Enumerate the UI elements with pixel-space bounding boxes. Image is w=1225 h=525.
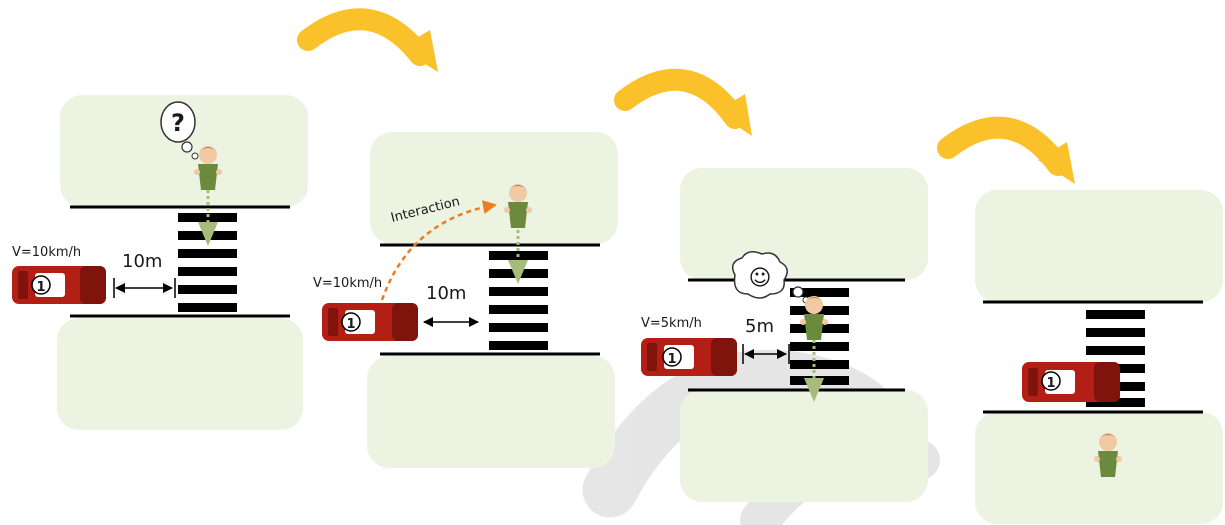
- car-number: 1: [36, 280, 45, 295]
- grass-top: [370, 132, 618, 244]
- speed-label: V=5km/h: [641, 316, 702, 331]
- speed-label: V=10km/h: [313, 276, 382, 291]
- grass-bottom: [975, 412, 1223, 524]
- scene-1: ? 1 V=10km/h 10m: [12, 95, 308, 430]
- car-number: 1: [346, 317, 355, 332]
- transition-arrow-3-icon: [937, 116, 1075, 184]
- pedestrian-icon: [504, 184, 532, 228]
- distance-label: 5m: [745, 316, 774, 337]
- grass-bottom: [680, 390, 928, 502]
- car-number: 1: [667, 352, 676, 367]
- scene-3: ☺ 1 V=5km/h 5m: [641, 168, 928, 502]
- car-number: 1: [1046, 376, 1055, 391]
- grass-top: [680, 168, 928, 280]
- question-mark: ?: [171, 109, 185, 137]
- car-icon: 1: [641, 338, 737, 376]
- car-icon: 1: [1022, 362, 1120, 402]
- grass-bottom: [57, 318, 303, 430]
- car-icon: 1: [12, 266, 106, 304]
- interaction-arrow: [380, 200, 497, 301]
- walk-direction-arrow: [508, 230, 528, 284]
- pedestrian-icon: [800, 296, 828, 340]
- distance-label: 10m: [426, 283, 466, 304]
- walk-direction-arrow: [804, 340, 824, 402]
- smiley: ☺: [749, 266, 772, 291]
- grass-top: [975, 190, 1223, 302]
- pedestrian-icon: [1094, 433, 1122, 477]
- pedestrian-icon: [194, 146, 222, 190]
- speed-label: V=10km/h: [12, 245, 81, 260]
- distance-label: 10m: [122, 251, 162, 272]
- transition-arrow-2-icon: [614, 68, 752, 136]
- transition-arrow-1-icon: [297, 8, 438, 72]
- thought-bubble-question-icon: ?: [160, 101, 199, 160]
- car-icon: 1: [322, 303, 418, 341]
- grass-bottom: [367, 356, 615, 468]
- walk-direction-arrow: [198, 190, 218, 246]
- scene-2: Interaction 1 V=10km/h 10m: [313, 132, 618, 468]
- scene-4: 1: [975, 190, 1223, 524]
- thought-bubble-smile-icon: ☺: [731, 251, 810, 304]
